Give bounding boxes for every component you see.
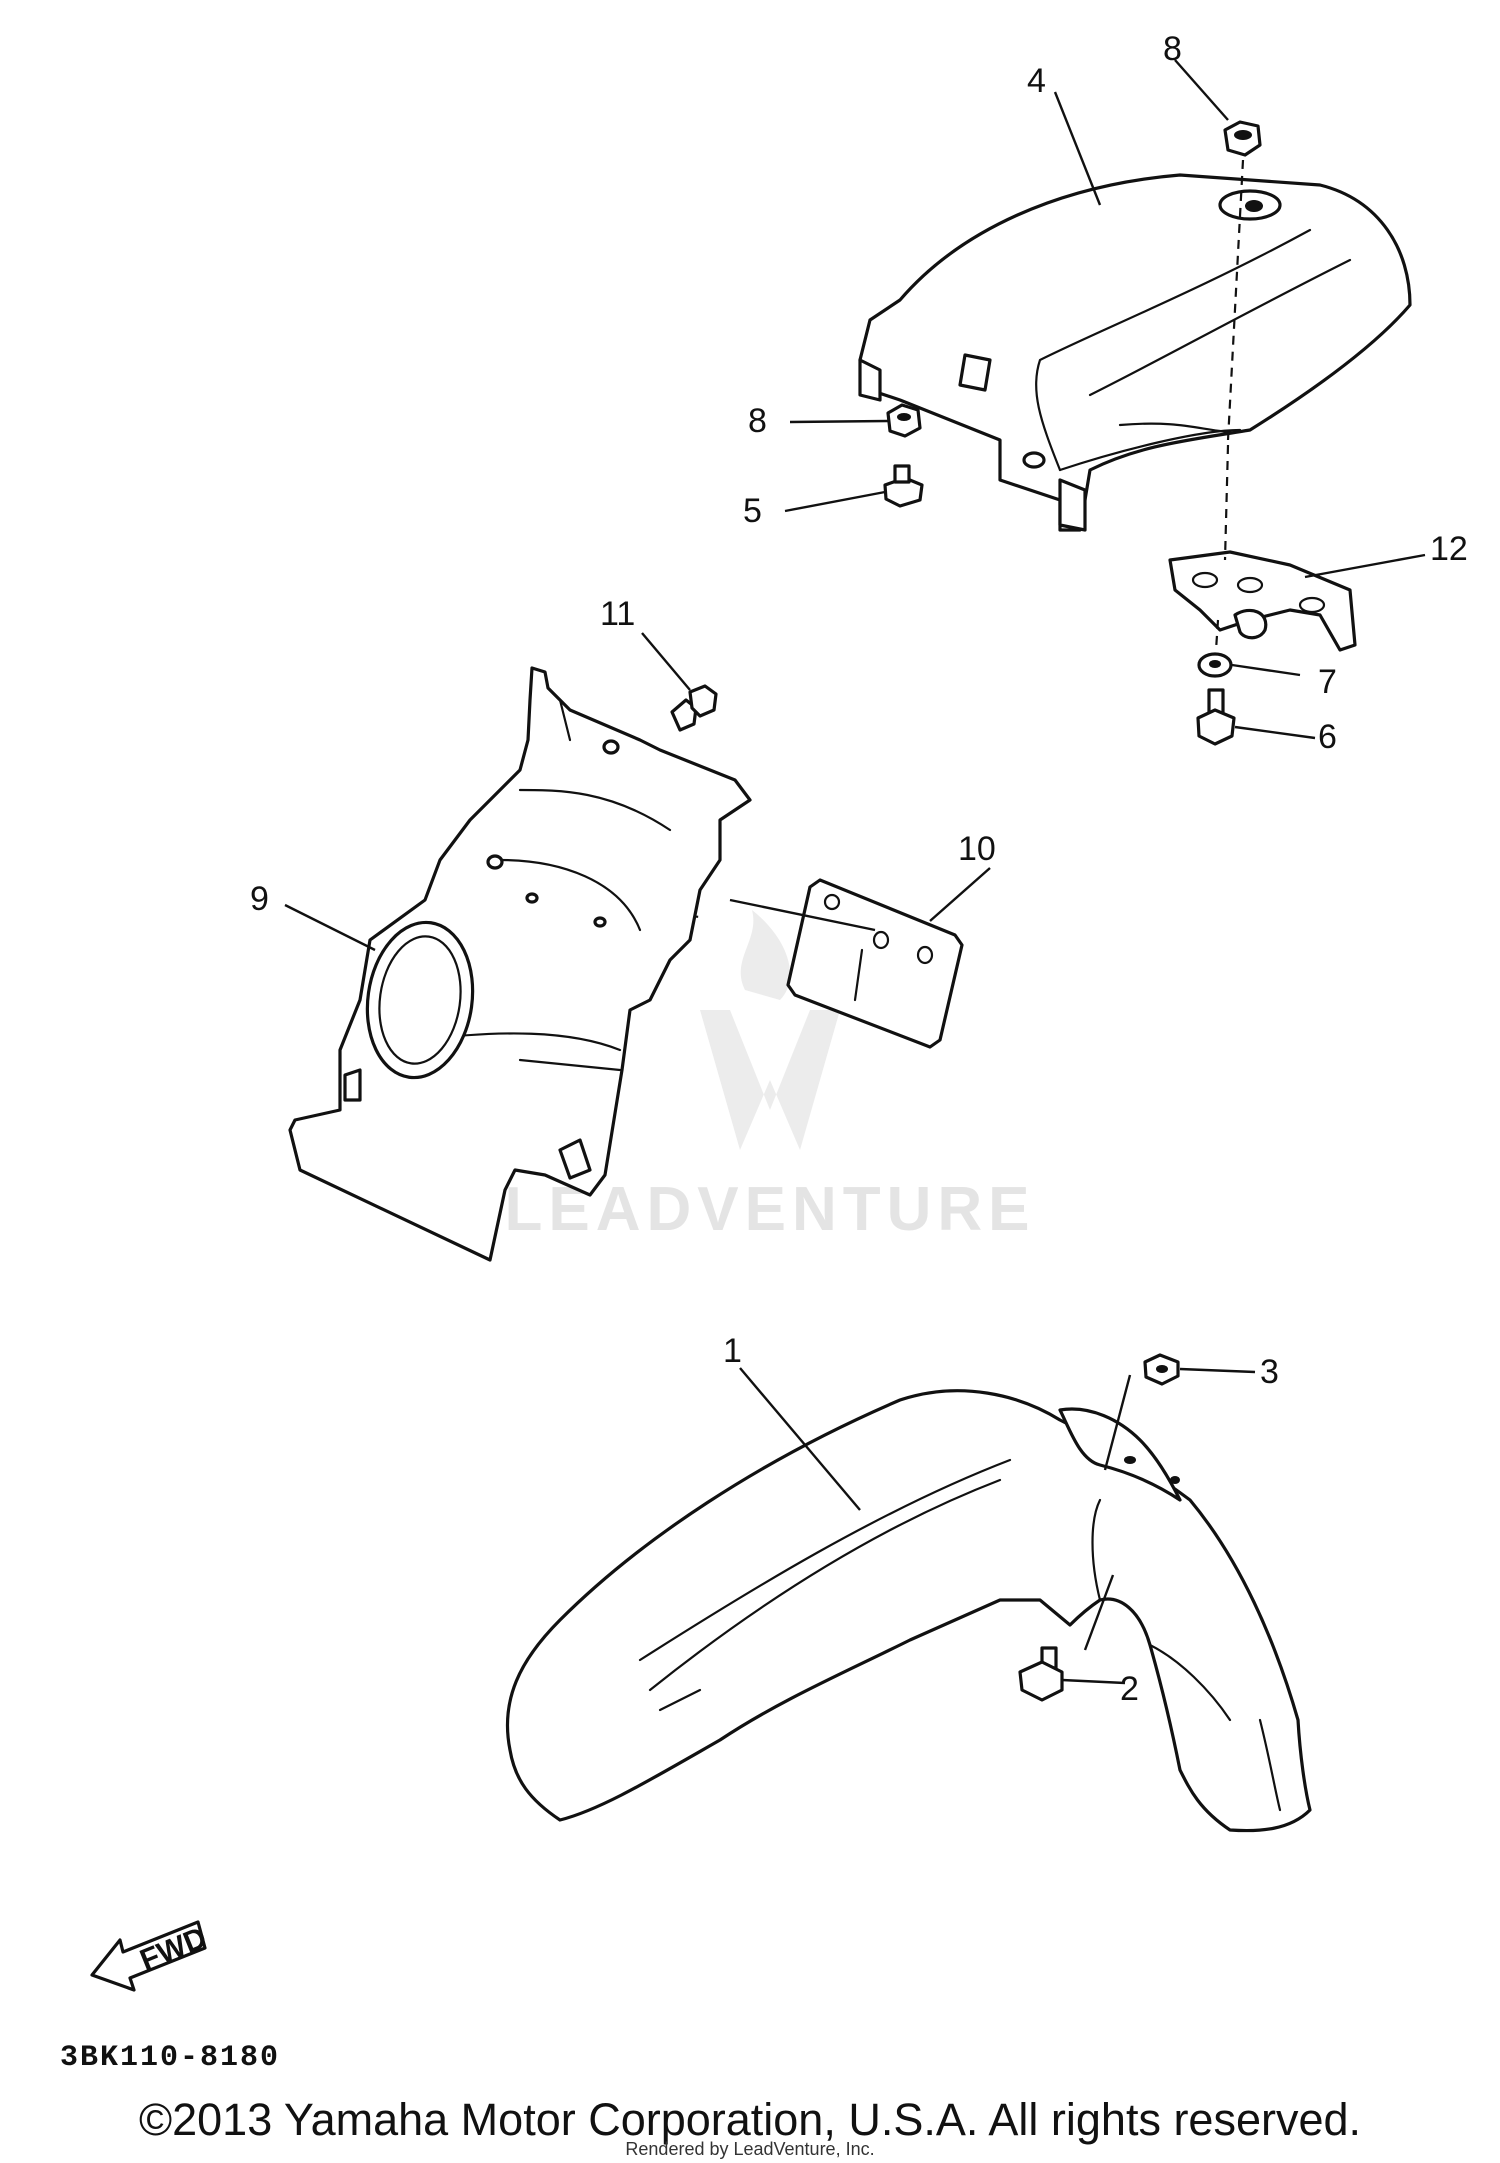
callout-8-top: 8 xyxy=(1163,30,1182,68)
part-5-bolt xyxy=(883,464,924,508)
callout-8-left: 8 xyxy=(748,402,767,440)
callout-10: 10 xyxy=(958,830,996,868)
part-1-front-fender xyxy=(505,1389,1312,1833)
part-8-nut-top xyxy=(1223,120,1262,157)
part-11-screw xyxy=(670,684,718,732)
callout-9: 9 xyxy=(250,880,269,918)
part-2-bolt xyxy=(1018,1646,1064,1702)
part-4-rear-cover xyxy=(858,173,1412,532)
diagram-code: 3BK110-8180 xyxy=(60,2041,280,2075)
callout-1: 1 xyxy=(723,1332,742,1370)
callout-11: 11 xyxy=(600,595,635,633)
part-7-washer xyxy=(1197,652,1233,678)
callout-12: 12 xyxy=(1430,530,1468,568)
part-12-bracket xyxy=(1168,550,1357,652)
callout-4: 4 xyxy=(1027,62,1046,100)
render-credit: Rendered by LeadVenture, Inc. xyxy=(625,2139,874,2159)
callout-5: 5 xyxy=(743,492,762,530)
callout-6: 6 xyxy=(1318,718,1337,756)
fwd-label: FWD xyxy=(135,1921,211,1977)
part-9-headlight-cover xyxy=(288,666,752,1262)
part-8-nut-left xyxy=(886,403,922,438)
copyright-notice: ©2013 Yamaha Motor Corporation, U.S.A. A… xyxy=(139,2094,1361,2145)
part-6-bolt xyxy=(1196,688,1236,746)
fwd-arrow-icon: FWD xyxy=(90,1920,211,1992)
callout-3: 3 xyxy=(1260,1353,1279,1391)
callout-7: 7 xyxy=(1318,663,1337,701)
part-3-bolt xyxy=(1143,1353,1180,1386)
callout-2: 2 xyxy=(1120,1670,1139,1708)
